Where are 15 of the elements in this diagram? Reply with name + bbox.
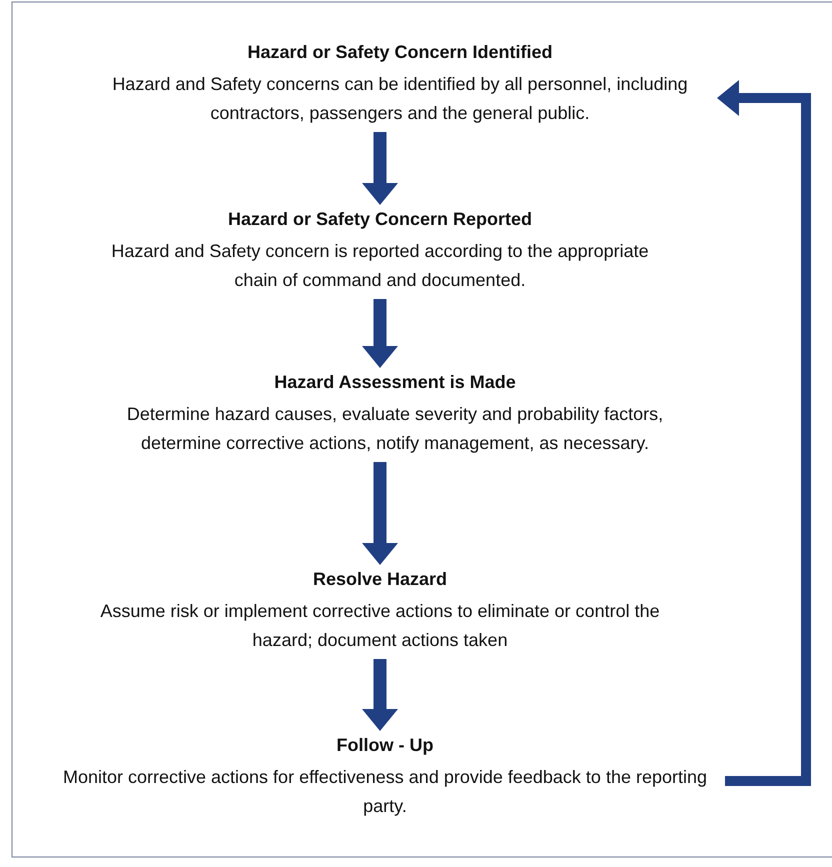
step-heading: Hazard or Safety Concern Reported [226, 208, 534, 231]
step-description: Assume risk or implement corrective actions to eliminate or control the hazard; document actions taken [99, 600, 661, 652]
step-description: Hazard and Safety concerns can be identified by all personnel, including contractors, passengers and the general public. [111, 73, 689, 125]
step-heading: Hazard or Safety Concern Identified [246, 41, 554, 64]
step-description: Determine hazard causes, evaluate severity and probability factors, determine corrective actions, notify management, as necessary. [126, 403, 664, 455]
step-description: Monitor corrective actions for effectiveness and provide feedback to the reporting party. [62, 766, 708, 818]
down-arrow [362, 132, 398, 205]
down-arrow [362, 299, 398, 368]
down-arrow [362, 462, 398, 565]
step-description: Hazard and Safety concern is reported according to the appropriate chain of command and documented. [110, 240, 650, 292]
step-heading: Hazard Assessment is Made [273, 371, 517, 394]
feedback-arrow [717, 80, 811, 786]
step-heading: Resolve Hazard [312, 568, 448, 591]
down-arrow [362, 659, 398, 731]
step-heading: Follow - Up [336, 734, 434, 757]
